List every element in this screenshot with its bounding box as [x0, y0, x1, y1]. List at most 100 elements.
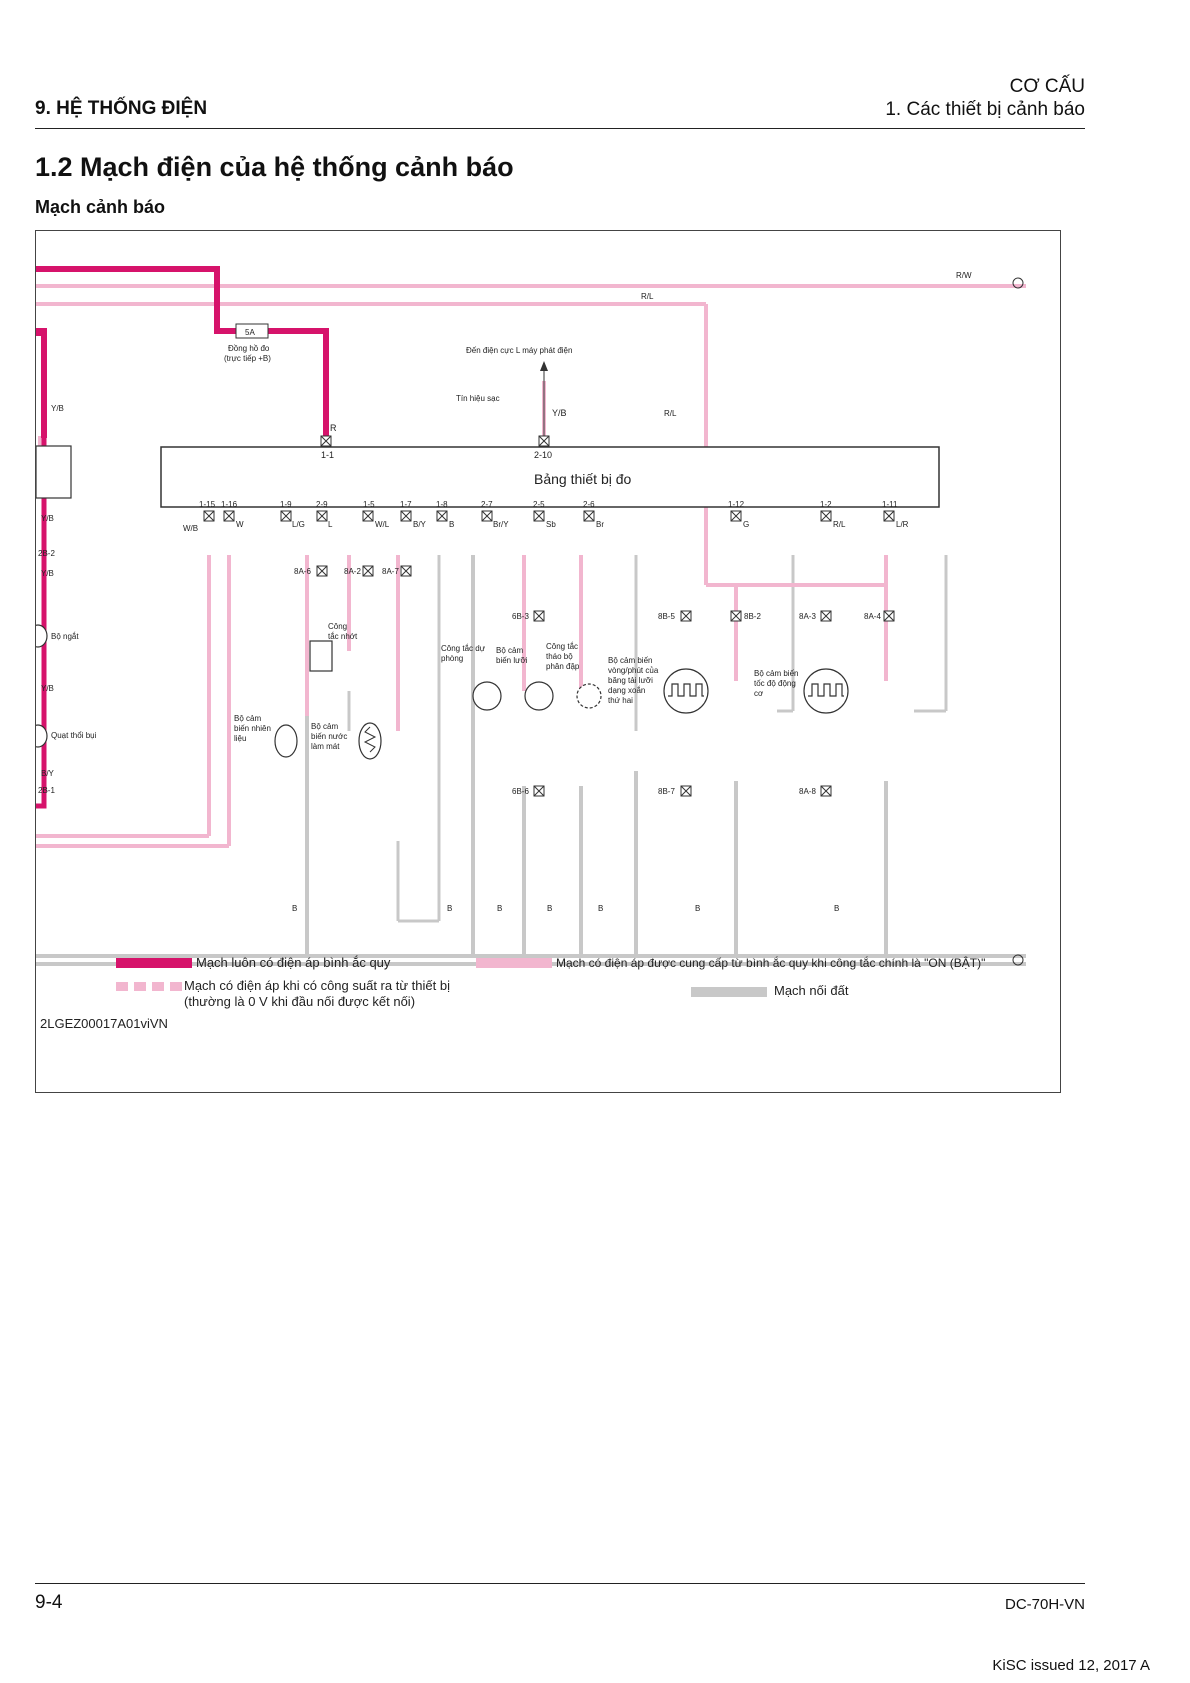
wire-rl-label: R/L [641, 292, 654, 301]
thresher-switch-label-3: phân đập [546, 662, 580, 671]
header-rule [35, 128, 1085, 129]
engine-sensor-label-2: tốc độ động [754, 679, 796, 688]
arrow-up-icon [540, 361, 548, 371]
wire-1-8: B [449, 520, 454, 529]
diagram-subtitle: Mạch cảnh báo [35, 197, 166, 217]
fuel-sensor-label-3: liệu [234, 734, 246, 743]
fuse-caption-2: (trực tiếp +B) [224, 354, 271, 363]
left-label-2: Y/B [41, 514, 54, 523]
breaker-icon [36, 445, 72, 499]
water-sensor-label-3: làm mát [311, 742, 340, 751]
diagram-code: 2LGEZ00017A01viVN [40, 1016, 168, 1031]
blade-sensor-icon [524, 681, 554, 711]
oil-switch-label-2: tắc nhớt [328, 632, 358, 641]
subsection-heading: 1. Các thiết bị cảnh báo [885, 99, 1085, 120]
issue-info: KiSC issued 12, 2017 A [992, 1657, 1150, 1674]
pin-1-2: 1-2 [820, 500, 832, 509]
wire-2-7: Br/Y [493, 520, 509, 529]
fuse-rating: 5A [245, 328, 255, 337]
ground-label-4: B [547, 904, 552, 913]
wiring-diagram: Bảng thiết bị đo 1-1 2-10 R Y/B 5A Đồng … [35, 230, 1061, 1093]
rpm-sensor-label-5: thứ hai [608, 696, 633, 705]
conn-8a-7: 8A-7 [382, 567, 399, 576]
thresher-switch-label-1: Công tắc [546, 642, 578, 651]
ground-label-5: B [598, 904, 603, 913]
engine-sensor-label-1: Bộ cảm biến [754, 669, 798, 678]
water-sensor-label-2: biến nước [311, 732, 347, 741]
left-label-3: 2B-2 [38, 549, 55, 558]
dust-fan-label: Quạt thổi bụi [51, 731, 97, 740]
pin-1-5: 1-5 [363, 500, 375, 509]
top-pin-1: 1-1 [321, 450, 334, 460]
ground-label-2: B [447, 904, 452, 913]
pin-2-5: 2-5 [533, 500, 545, 509]
pin-1-9: 1-9 [280, 500, 292, 509]
pin-2-6: 2-6 [583, 500, 595, 509]
footer-rule [35, 1583, 1085, 1584]
top-pin-2: 2-10 [534, 450, 552, 460]
fuel-sensor-label-2: biến nhiên [234, 724, 271, 733]
meter-panel [160, 446, 940, 508]
water-sensor-label-1: Bộ cảm [311, 722, 338, 731]
conn-6b-6: 6B-6 [512, 787, 529, 796]
generator-label: Đến điện cực L máy phát điện [466, 346, 572, 355]
conn-8a-4: 8A-4 [864, 612, 881, 621]
switched-wires [36, 284, 1026, 848]
oil-switch-label-1: Công [328, 622, 347, 631]
charge-signal-label: Tín hiệu sạc [456, 394, 500, 403]
pin-1-7: 1-7 [400, 500, 412, 509]
legend-device-swatch [116, 982, 182, 991]
pin-1-12: 1-12 [728, 500, 745, 509]
fuel-sensor-label-1: Bộ cảm [234, 714, 261, 723]
legend-device-label-1: Mạch có điện áp khi có công suất ra từ t… [184, 978, 450, 993]
fuse [235, 323, 269, 339]
ground-label-7: B [834, 904, 839, 913]
document-code: DC-70H-VN [1004, 1596, 1085, 1613]
breaker-coil-icon [36, 624, 48, 648]
rpm-sensor-label-3: băng tải lưỡi [608, 676, 653, 685]
wire-1-7: B/Y [413, 520, 427, 529]
wire-rw-label: R/W [956, 271, 972, 280]
wire-1-15: W/B [183, 524, 198, 533]
ground-label-1: B [292, 904, 297, 913]
legend-switched-label: Mạch có điện áp được cung cấp từ bình ắc… [556, 955, 985, 970]
legend-device-label-2: (thường là 0 V khi đầu nối được kết nối) [184, 994, 415, 1009]
water-sensor-icon [358, 722, 382, 760]
rpm-sensor-icon [663, 668, 709, 714]
chamber-switch-icon [472, 681, 502, 711]
pin-2-9: 2-9 [316, 500, 328, 509]
legend-switched-swatch [476, 958, 552, 968]
wire-1-9: L/G [292, 520, 305, 529]
legend-ground-label: Mạch nối đất [774, 983, 849, 998]
conn-8a-8: 8A-8 [799, 787, 816, 796]
conn-8b-5: 8B-5 [658, 612, 675, 621]
wire-1-16: W [236, 520, 244, 529]
legend-ground-swatch [691, 987, 767, 997]
left-label-4: Y/B [41, 569, 54, 578]
rpm-sensor-label-4: dạng xoắn [608, 686, 645, 695]
wire-rl-side-label: R/L [664, 409, 677, 418]
legend-battery-swatch [116, 958, 192, 968]
rpm-pulse-icon [668, 683, 704, 697]
meter-panel-label: Bảng thiết bị đo [534, 471, 632, 487]
left-label-5: Y/B [41, 684, 54, 693]
fuse-caption-1: Đồng hồ đo [228, 344, 270, 353]
wire-2-9: L [328, 520, 333, 529]
ground-label-6: B [695, 904, 700, 913]
terminal-2-icon [1012, 954, 1024, 966]
thresher-switch-icon [576, 683, 602, 709]
rpm-sensor-label-1: Bộ cảm biến [608, 656, 652, 665]
top-wire-2: Y/B [552, 408, 567, 418]
conn-8a-3: 8A-3 [799, 612, 816, 621]
conn-8b-7: 8B-7 [658, 787, 675, 796]
wiring-diagram-svg: Bảng thiết bị đo 1-1 2-10 R Y/B 5A Đồng … [36, 266, 1026, 1031]
terminal-1-icon [1012, 277, 1024, 289]
fuel-sensor-icon [274, 724, 298, 758]
engine-pulse-icon [808, 683, 844, 697]
thresher-switch-label-2: tháo bộ [546, 652, 573, 661]
conn-8a-2: 8A-2 [344, 567, 361, 576]
chapter-heading: 9. HỆ THỐNG ĐIỆN [35, 98, 208, 119]
engine-sensor-label-3: cơ [754, 689, 764, 698]
engine-sensor-icon [803, 668, 849, 714]
section-heading: CƠ CẤU [1009, 76, 1085, 97]
